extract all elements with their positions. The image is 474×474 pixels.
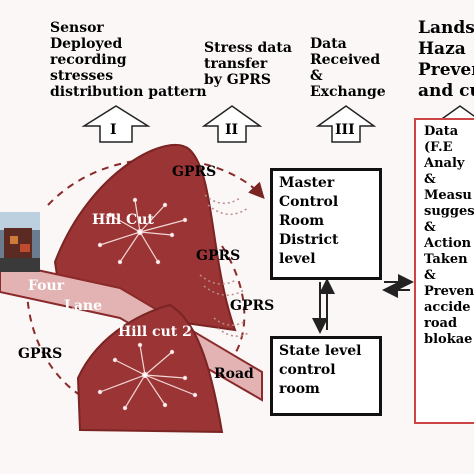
- panel-line: Analy: [424, 156, 465, 171]
- panel-line: Action: [424, 236, 472, 251]
- gprs-dashed-link-top: [47, 157, 265, 206]
- label-gprs-left: GPRS: [18, 346, 63, 362]
- panel-line: blokae: [424, 332, 473, 347]
- label-gprs-mid: GPRS: [196, 248, 241, 264]
- sensor-cluster-2: [97, 342, 198, 411]
- stage-4-text: Lands Haza Preven and cu: [418, 18, 474, 101]
- panel-line: road: [424, 316, 458, 331]
- panel-line: Preven: [424, 284, 474, 299]
- stage-arrow-II: [201, 105, 263, 143]
- gprs-dashed-link-right: [221, 245, 246, 353]
- stage-2-text: Stress data transfer by GPRS: [204, 40, 292, 88]
- sensor-cluster-1: [97, 197, 188, 265]
- panel-line: Taken: [424, 252, 468, 267]
- label-four: Four: [28, 278, 65, 294]
- label-gprs-top: GPRS: [172, 164, 217, 180]
- stage-numeral-I: I: [110, 122, 117, 138]
- stage-numeral-II: II: [225, 122, 239, 138]
- panel-line: &: [424, 220, 436, 235]
- stage-1-text: Sensor Deployed recording stresses distr…: [50, 20, 207, 100]
- hill-cut-2-shape: [76, 303, 224, 434]
- stage-3-text: Data Received & Exchange: [310, 36, 386, 100]
- panel-line: &: [424, 268, 436, 283]
- label-lane: Lane: [64, 298, 103, 314]
- stage-numeral-III: III: [335, 122, 355, 138]
- site-photo: [0, 212, 40, 272]
- label-hill-cut: Hill Cut: [92, 212, 154, 228]
- panel-line: Measu: [424, 188, 472, 203]
- panel-line: accide: [424, 300, 471, 315]
- master-control-room-box: Master Control Room District level: [270, 168, 382, 280]
- stage-arrow-III: [315, 105, 377, 143]
- panel-line: (F.E: [424, 140, 453, 155]
- panel-line: Data: [424, 124, 459, 139]
- label-road: Road: [214, 366, 254, 382]
- state-control-room-box: State level control room: [270, 336, 382, 416]
- panel-line: &: [424, 172, 436, 187]
- panel-line: sugges: [424, 204, 474, 219]
- stage-arrow-I: [81, 105, 151, 143]
- right-action-panel: Data (F.E Analy & Measu sugges & Action …: [414, 118, 474, 424]
- label-gprs-right: GPRS: [230, 298, 275, 314]
- road-band: [0, 260, 263, 402]
- label-hill-cut-2: Hill cut 2: [118, 324, 192, 340]
- signal-waves: [199, 194, 251, 337]
